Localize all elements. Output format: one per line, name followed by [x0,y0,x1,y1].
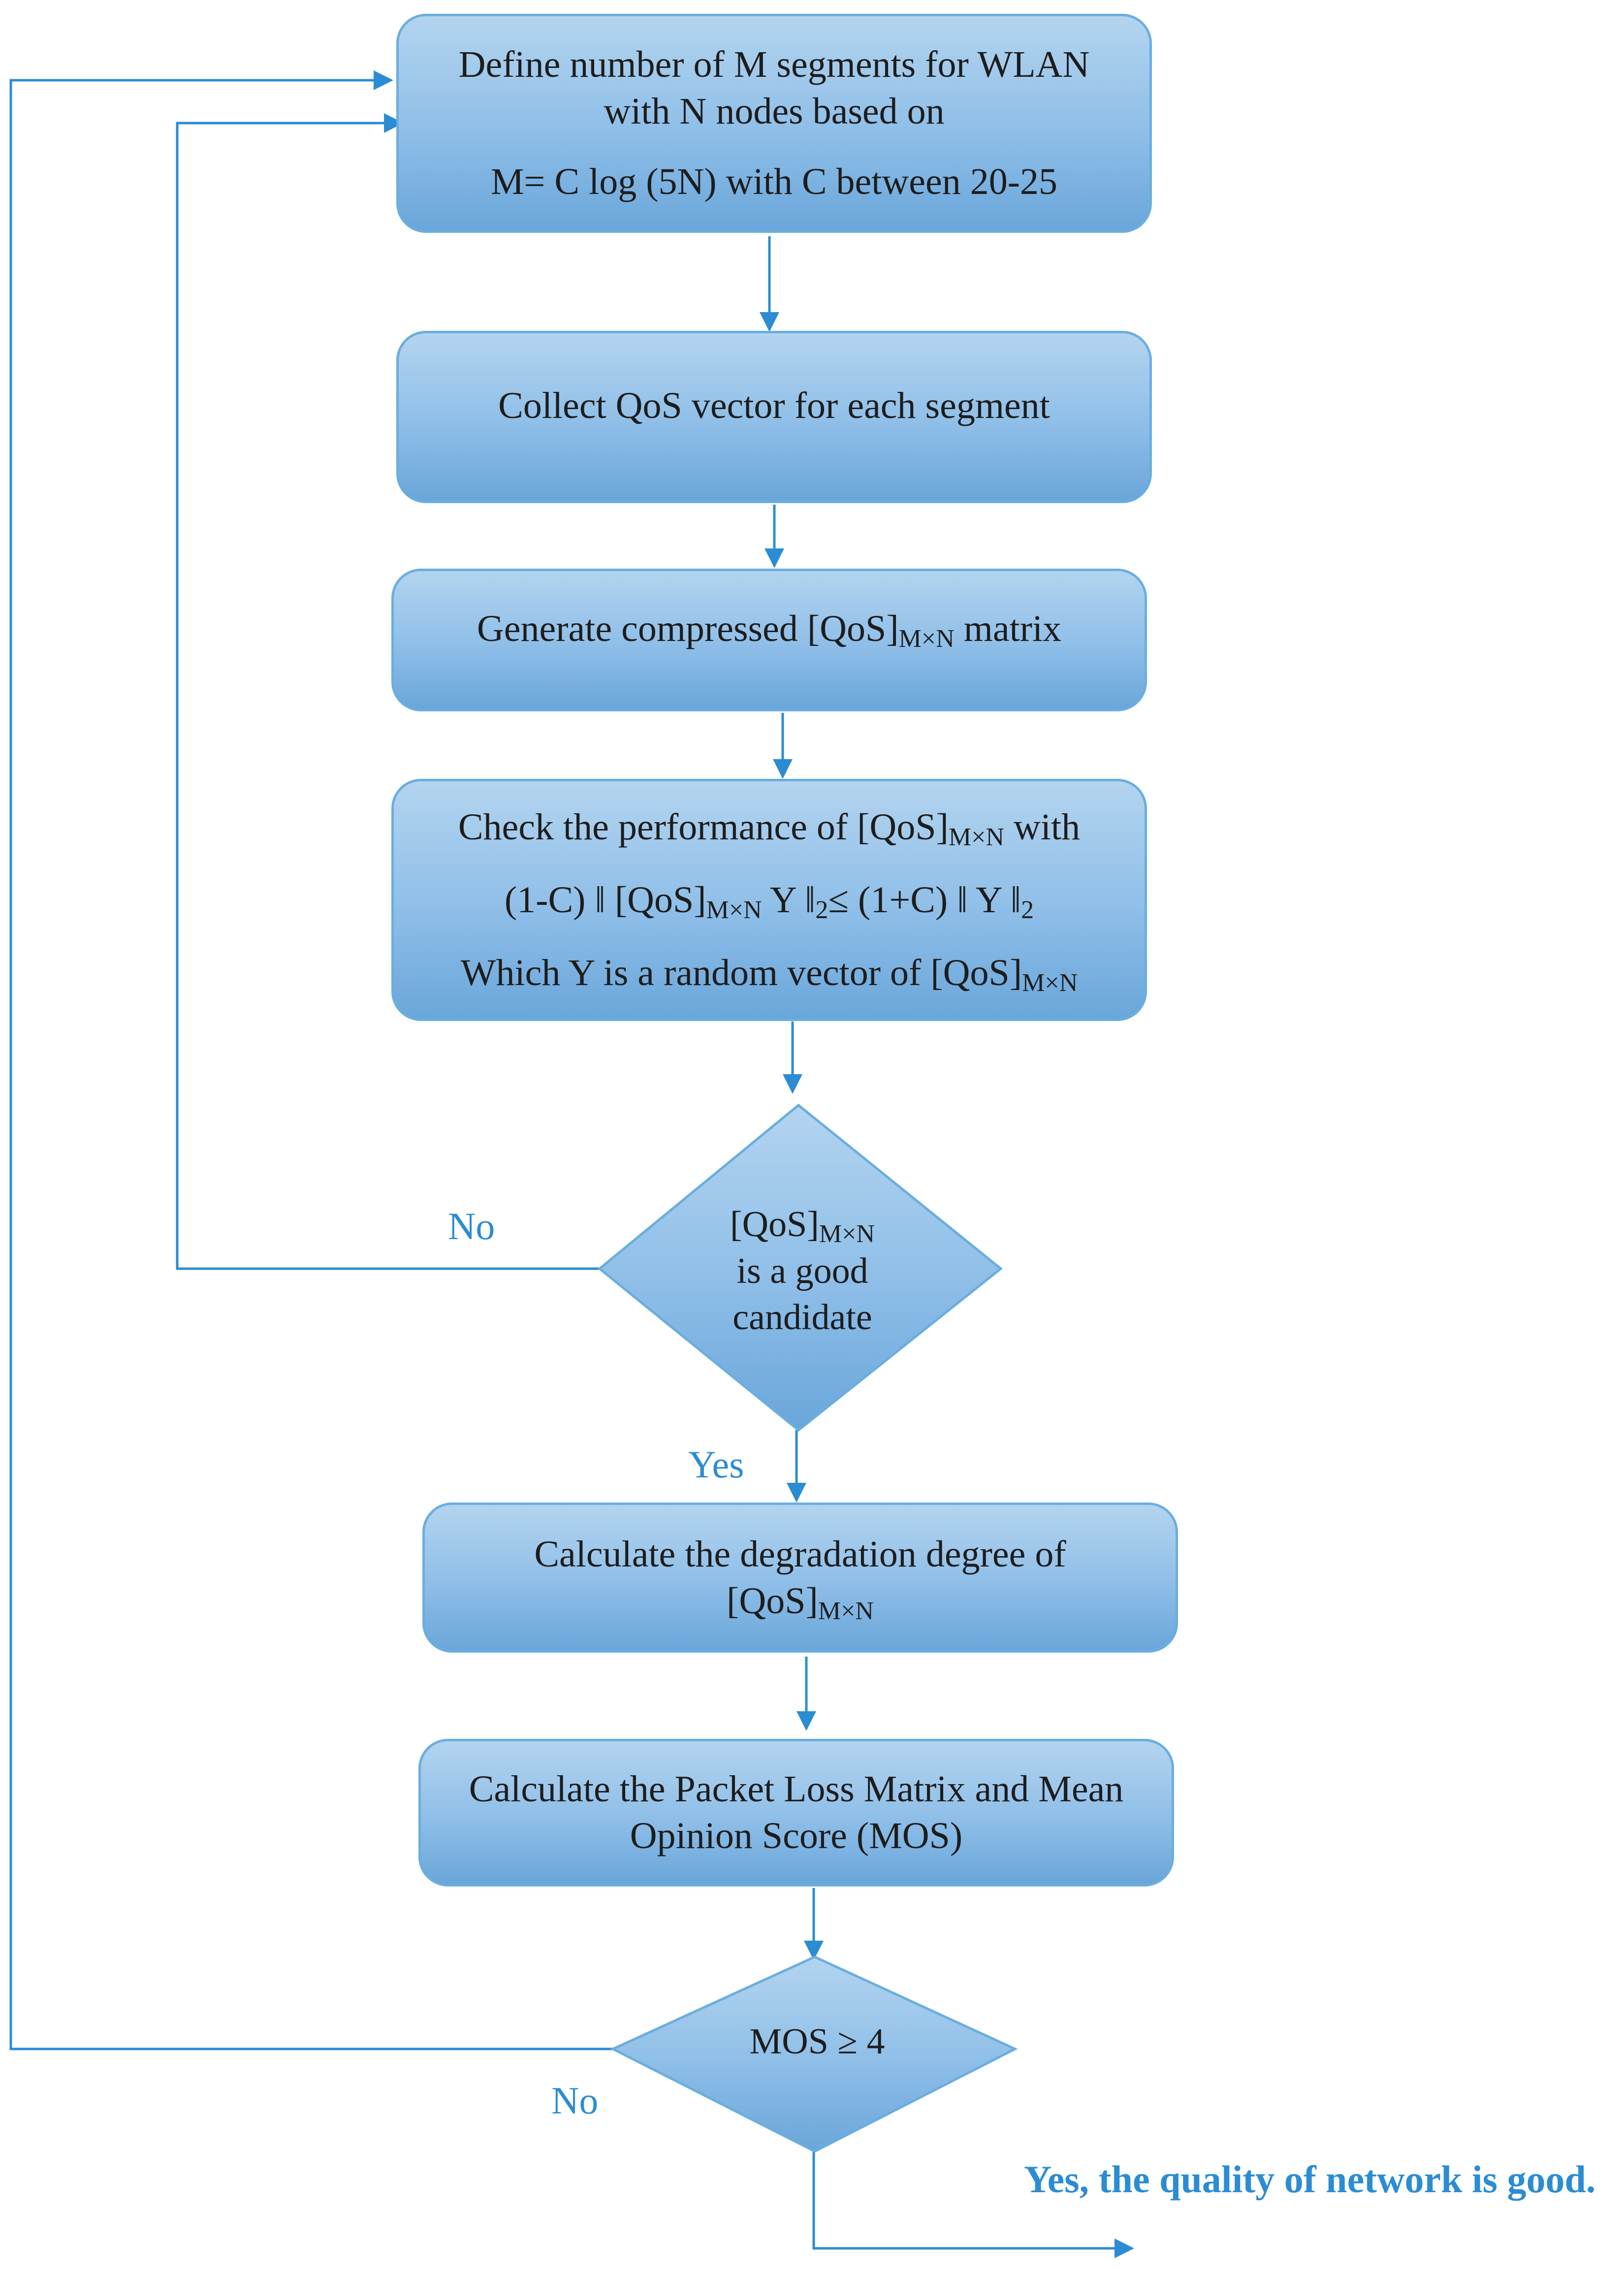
check-text-1: Check the performance of [QoS] [458,806,949,848]
define-line-3: M= C log (5N) with C between 20-25 [490,161,1058,202]
step-check-performance: Check the performance of [QoS]M×N with (… [391,779,1147,1021]
degradation-line-1: Calculate the degradation degree of [534,1533,1066,1575]
check-sub-1: M×N [948,823,1005,851]
step-collect-qos: Collect QoS vector for each segment [396,331,1152,503]
decision-candidate-text: [QoS]M×N is a good candidate [679,1201,925,1341]
candidate-line-1: [QoS]M×N [679,1201,925,1248]
step-define-segments: Define number of M segments for WLAN wit… [396,14,1152,233]
step-packet-loss-mos: Calculate the Packet Loss Matrix and Mea… [418,1739,1174,1886]
degradation-line-2: [QoS]M×N [727,1578,874,1625]
packet-line-2: Opinion Score (MOS) [630,1815,963,1856]
loop-mos-no [9,70,613,2050]
check-sub-2b: 2 [815,895,828,924]
check-text-2c: ≤ (1+C) ‖ Y ‖ [828,879,1021,921]
generate-text: Generate compressed [QoS] [477,608,899,649]
decision-mos-text: MOS ≥ 4 [694,2018,940,2065]
check-text-2b: Y ‖ [762,879,816,921]
exit-yes [812,2151,1134,2258]
candidate-text-1: [QoS] [730,1204,819,1245]
check-sub-2a: M×N [706,895,762,924]
check-line-2: (1-C) ‖ [QoS]M×N Y ‖2≤ (1+C) ‖ Y ‖2 [505,863,1034,936]
label-yes-candidate: Yes [688,1443,744,1486]
packet-line-1: Calculate the Packet Loss Matrix and Mea… [469,1768,1124,1810]
loop-candidate-no [176,113,600,1270]
check-text-2a: (1-C) ‖ [QoS] [504,879,706,921]
label-no-mos: No [551,2079,599,2122]
collect-line-1: Collect QoS vector for each segment [498,385,1050,426]
candidate-line-2: is a good [736,1250,868,1291]
step-degradation-degree: Calculate the degradation degree of [QoS… [422,1503,1178,1653]
check-line-3: Which Y is a random vector of [QoS]M×N [461,936,1078,1009]
decision-mos-diamond [610,1955,1018,2153]
mos-text: MOS ≥ 4 [749,2021,885,2062]
generate-text-end: matrix [954,608,1062,649]
candidate-line-3: candidate [732,1297,872,1338]
check-text-1-end: with [1004,806,1081,848]
degradation-sub: M×N [818,1597,874,1625]
degradation-text-2: [QoS] [727,1580,818,1622]
label-no-candidate: No [448,1205,495,1247]
step-generate-matrix: Generate compressed [QoS]M×N matrix [391,569,1147,711]
label-final-yes: Yes, the quality of network is good. [1024,2158,1596,2201]
check-line-1: Check the performance of [QoS]M×N with [458,791,1080,863]
define-line-1: Define number of M segments for WLAN [458,44,1090,85]
generate-subscript: M×N [898,625,955,653]
check-text-3: Which Y is a random vector of [QoS] [460,952,1022,994]
check-sub-3: M×N [1022,969,1078,997]
check-sub-2c: 2 [1021,895,1034,924]
generate-line-1: Generate compressed [QoS]M×N matrix [477,606,1062,653]
decision-candidate-diamond [598,1103,1003,1432]
define-line-2: with N nodes based on [604,91,945,132]
candidate-sub: M×N [819,1220,875,1248]
